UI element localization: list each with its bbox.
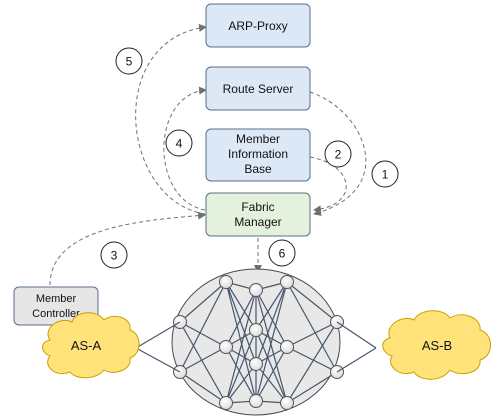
arrow-5-fabric-manager-to-arp-proxy xyxy=(135,23,207,215)
fabric-link-8 xyxy=(225,281,257,365)
fabric-link-27 xyxy=(255,281,288,402)
as-b-cloud[interactable]: AS-B xyxy=(382,310,491,380)
fabric-switch-node-6[interactable] xyxy=(249,323,263,337)
arp-proxy-box[interactable]: ARP-Proxy xyxy=(205,3,311,48)
fabric-switch-node-7[interactable] xyxy=(249,357,263,371)
arrow-1-route-server-to-fabric-manager xyxy=(309,91,367,216)
fabric-switch-node-9[interactable] xyxy=(280,275,294,289)
as-b-label: AS-B xyxy=(422,338,452,353)
svg-text:4: 4 xyxy=(176,137,183,151)
cloud-links xyxy=(135,321,377,373)
arp-proxy-label: ARP-Proxy xyxy=(228,19,287,33)
fabric-link-16 xyxy=(225,363,257,404)
switching-fabric[interactable] xyxy=(171,268,344,416)
member-controller-line2: Controller xyxy=(32,308,80,320)
fabric-link-19 xyxy=(255,289,288,348)
as-a-label: AS-A xyxy=(71,338,102,353)
fabric-link-2 xyxy=(179,321,227,404)
fabric-manager-line2: Manager xyxy=(234,215,281,229)
svg-text:6: 6 xyxy=(279,247,286,261)
fabric-link-26 xyxy=(255,363,288,404)
step-badge-2: 2 xyxy=(324,140,352,168)
fabric-link-30 xyxy=(286,281,338,323)
fabric-link-31 xyxy=(286,281,338,373)
member-information-base-box[interactable]: Member Information Base xyxy=(205,128,311,182)
fabric-link-7 xyxy=(225,281,257,331)
fabric-link-4 xyxy=(179,346,227,373)
route-server-label: Route Server xyxy=(223,82,294,96)
fabric-switch-node-11[interactable] xyxy=(280,396,294,410)
fabric-switch-node-8[interactable] xyxy=(249,394,263,408)
member-info-line3: Base xyxy=(244,162,272,176)
fabric-link-0 xyxy=(179,281,227,323)
fabric-link-20 xyxy=(255,289,288,404)
fabric-switch-node-5[interactable] xyxy=(249,283,263,297)
fabric-link-28 xyxy=(255,346,288,402)
svg-text:3: 3 xyxy=(111,249,118,263)
fabric-link-14 xyxy=(225,289,257,404)
step-badges: 1 2 3 4 5 6 xyxy=(100,47,399,269)
member-info-line2: Information xyxy=(228,147,288,161)
fabric-switch-node-4[interactable] xyxy=(219,396,233,410)
step-badge-4: 4 xyxy=(165,129,193,157)
fabric-link-3 xyxy=(179,281,227,373)
step-badge-5: 5 xyxy=(115,47,143,75)
step-badge-6: 6 xyxy=(268,239,296,267)
fabric-manager-box[interactable]: Fabric Manager xyxy=(205,192,311,237)
fabric-link-23 xyxy=(255,329,288,404)
arrow-3-member-controller-to-fabric-manager xyxy=(49,211,206,286)
arrow-4-fabric-manager-to-route-server xyxy=(163,86,207,211)
fabric-link-15 xyxy=(225,329,257,404)
fabric-link-34 xyxy=(286,321,338,404)
fabric-manager-line1: Fabric xyxy=(241,200,274,214)
fabric-link-35 xyxy=(286,371,338,404)
fabric-link-21 xyxy=(255,281,288,331)
arrows xyxy=(49,23,367,286)
fabric-link-33 xyxy=(286,346,338,373)
fabric-switch-node-2[interactable] xyxy=(219,275,233,289)
svg-text:5: 5 xyxy=(126,55,133,69)
fabric-link-10 xyxy=(225,289,257,348)
fabric-switch-node-3[interactable] xyxy=(219,340,233,354)
route-server-box[interactable]: Route Server xyxy=(205,66,311,111)
fabric-link-9 xyxy=(225,281,257,402)
step-badge-3: 3 xyxy=(100,241,128,269)
fabric-link-5 xyxy=(179,371,227,404)
fabric-link-32 xyxy=(286,321,338,348)
fabric-link-1 xyxy=(179,321,227,348)
arrow-2-member-info-to-fabric-manager xyxy=(309,156,347,214)
svg-text:1: 1 xyxy=(382,168,389,182)
step-badge-1: 1 xyxy=(371,160,399,188)
fabric-switch-node-10[interactable] xyxy=(280,340,294,354)
fabric-link-13 xyxy=(225,346,257,402)
member-controller-line1: Member xyxy=(36,293,77,305)
svg-text:2: 2 xyxy=(335,148,342,162)
as-a-cloud[interactable]: AS-A xyxy=(42,312,140,379)
fabric-link-24 xyxy=(255,281,288,365)
member-info-line1: Member xyxy=(236,132,280,146)
